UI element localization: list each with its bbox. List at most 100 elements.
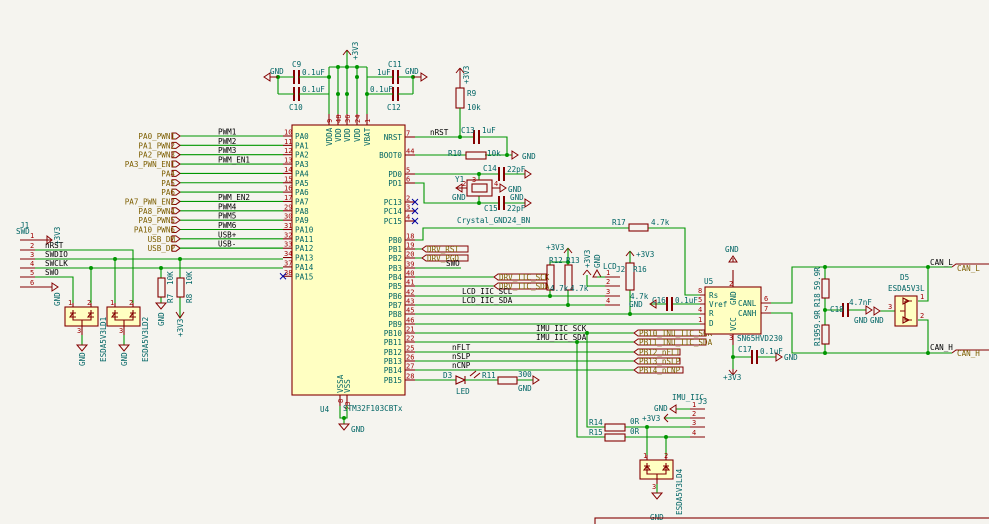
pin-num: 17	[284, 194, 292, 202]
pin-name: PA13	[295, 254, 313, 263]
pin-name: Vref	[709, 300, 727, 309]
hier-label-shape	[171, 226, 181, 233]
hier-label[interactable]: PA8_PWN4	[138, 207, 175, 216]
hier-label[interactable]: PA6	[161, 188, 175, 197]
hier-label[interactable]: PA1_PWN2	[138, 141, 175, 150]
pin-num: 21	[406, 326, 414, 334]
r16-ref: R16	[633, 265, 647, 274]
pin-num: 1	[606, 269, 610, 277]
pin-num: 40	[406, 270, 414, 278]
c10-ref: C10	[289, 103, 303, 112]
pin-num: 2	[87, 299, 91, 307]
r7-ref: R7	[166, 294, 175, 303]
label-pb11: PB11_INU_IIC_SDA	[639, 338, 713, 347]
d3-ref: D3	[443, 371, 452, 380]
pin-num: 3	[406, 204, 410, 212]
net-label: PWM1	[218, 128, 237, 137]
hier-label[interactable]: USB_DP	[148, 244, 176, 253]
pin-num: 1	[920, 293, 924, 301]
pin-num: 2	[729, 280, 733, 288]
pin-name: PA12	[295, 244, 313, 253]
label-can-h: CAN_H	[957, 349, 980, 358]
pin-name: PB1	[388, 245, 402, 254]
pin-num: 48	[335, 115, 343, 123]
crystal-circuit: C14 22pF C15 22pF Y1 Crystal_GND24_BN GN…	[415, 164, 532, 225]
r17-ref: R17	[612, 218, 626, 227]
pin-name: PA1	[295, 141, 309, 150]
c14-ref: C14	[483, 164, 497, 173]
pin-num: 2	[664, 452, 668, 460]
hier-label[interactable]: PA7_PWN_EN2	[125, 197, 175, 206]
pin-num: 43	[406, 298, 414, 306]
c13-ref: C13	[461, 126, 475, 135]
pin-num: 24	[354, 115, 362, 123]
no-connect-icon	[411, 198, 419, 206]
c16-value: 0.1uF	[675, 296, 698, 305]
net-label: USB+	[218, 230, 237, 239]
pin-name: PA3	[295, 160, 309, 169]
lcd-circuit: +3V3 +3V3 GND R12 R13 4.7k 4.7k LCD J2 1…	[546, 243, 700, 316]
pin-num: 2	[406, 195, 410, 203]
pin-num: 13	[284, 157, 292, 165]
hier-label[interactable]: PA9_PWN5	[138, 216, 175, 225]
no-connect-icon	[411, 207, 419, 215]
hier-label[interactable]: PA5	[161, 179, 175, 188]
hier-label-shape	[171, 207, 181, 215]
pin-num: 3	[692, 419, 696, 427]
pin-num: 28	[406, 373, 414, 381]
v33-label: +3V3	[723, 373, 741, 382]
net-imu-iic-sck: IMU_IIC_SCK	[536, 324, 587, 333]
pin-num: 30	[284, 213, 292, 221]
label-drv-pgo: DRV_PGO	[427, 254, 459, 263]
pin-num: 8	[698, 287, 702, 295]
net-can-l: CAN_L	[930, 258, 953, 267]
c15-ref: C15	[484, 204, 498, 213]
pin-name: PC14	[384, 207, 403, 216]
gnd-label: GND	[351, 425, 365, 434]
pin-name: GND	[729, 291, 738, 305]
pin-num: 4	[30, 260, 34, 268]
r14-ref: R14	[589, 418, 603, 427]
net-label: PWM_EN2	[218, 193, 250, 202]
pin-name: PC13	[384, 198, 402, 207]
hier-label[interactable]: PA2_PWN3	[138, 151, 175, 160]
can-transceiver-u5[interactable]: GND U5 SN65HVD230 Rs Vref R D GND VCC CA…	[698, 245, 798, 382]
pin-name: BOOT0	[379, 151, 402, 160]
hier-label[interactable]: PA0_PWN1	[138, 132, 175, 141]
pin-name: PB5	[388, 282, 402, 291]
pin-num: 4	[606, 297, 610, 305]
r19-value: 59.9R	[813, 310, 822, 333]
gnd-label: GND	[78, 352, 87, 366]
hier-label[interactable]: PA10_PWN6	[134, 226, 176, 235]
hier-label[interactable]: USB_DM	[148, 235, 176, 244]
pin-name: CANH	[738, 309, 757, 318]
pin-name: PA8	[295, 207, 309, 216]
pin-num: 31	[284, 222, 292, 230]
pin-num: 3	[888, 303, 892, 311]
pin-name: PB0	[388, 236, 402, 245]
v33-label: +3V3	[53, 227, 62, 245]
net-can-h: CAN_H	[930, 343, 953, 352]
net-lcd-iic-sda: LCD_IIC_SDA	[462, 296, 513, 305]
net-label: PWM6	[218, 221, 237, 230]
pin-num: 34	[284, 250, 292, 258]
r10-value: 10k	[487, 149, 501, 158]
hier-label[interactable]: PA3_PWN_EN1	[125, 160, 176, 169]
net-label: USB-	[218, 240, 236, 249]
pin-name: D	[709, 319, 714, 328]
hier-label[interactable]: PA4	[161, 169, 175, 178]
pin-num: 6	[30, 279, 34, 287]
pin-num: 42	[406, 289, 414, 297]
pin-name: PB4	[388, 273, 402, 282]
net-label: PWM5	[218, 212, 236, 221]
pin-num: 4	[406, 214, 410, 222]
mcu-value: STM32F103CBTx	[343, 404, 403, 413]
gnd-label: GND	[593, 254, 602, 268]
pin-name: VDD	[353, 128, 362, 142]
pin-name: PA6	[295, 188, 309, 197]
hier-label-shape	[171, 216, 181, 224]
c11-ref: C11	[388, 60, 402, 69]
pin-name: PB11	[384, 338, 403, 347]
